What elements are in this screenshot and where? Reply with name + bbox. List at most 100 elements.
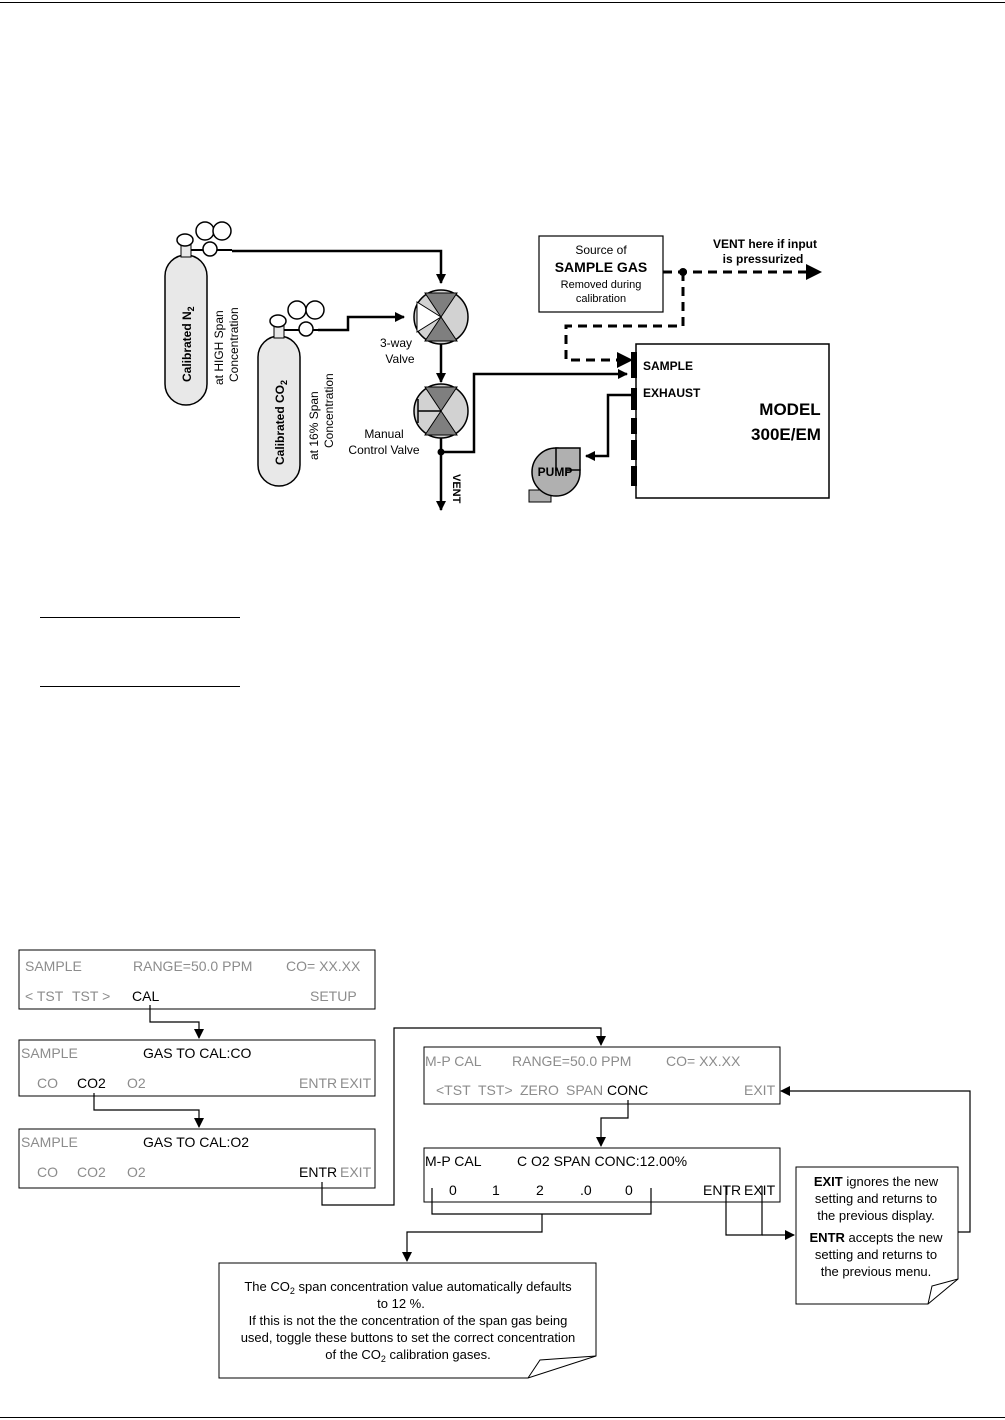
s4-conc: CO= XX.XX: [666, 1053, 741, 1069]
sample-gas-source-box: [538, 235, 664, 313]
exit-note-line-2: setting and returns to: [815, 1191, 937, 1206]
co-button[interactable]: CO: [37, 1164, 58, 1180]
span-button[interactable]: SPAN: [566, 1082, 603, 1098]
screen-gas-to-cal-co: [18, 1039, 376, 1097]
entr-exit-bracket: [725, 1186, 763, 1236]
vent-label: VENT: [450, 474, 462, 504]
co2-cylinder-label: Calibrated CO2: [273, 380, 289, 465]
port-sample-label: SAMPLE: [643, 359, 693, 373]
right-note-fold: [927, 1278, 959, 1305]
sample-dashed-arrowhead: [617, 352, 633, 368]
s3-mode: SAMPLE: [21, 1134, 78, 1150]
pump-icon: [528, 447, 581, 503]
port-exhaust-label: EXHAUST: [643, 386, 701, 400]
bottom-note-fold: [527, 1355, 597, 1379]
analyzer-port-fitting: [631, 440, 637, 460]
exit-button[interactable]: EXIT: [744, 1082, 776, 1098]
arrow-to-note: [402, 1214, 543, 1262]
entr-button[interactable]: ENTR: [703, 1182, 741, 1198]
vent-note-line-1: VENT here if input: [713, 237, 817, 251]
note-line-1: The CO2 span concentration value automat…: [244, 1279, 572, 1296]
source-line-1: Source of: [575, 243, 627, 257]
cal-button[interactable]: CAL: [132, 988, 159, 1004]
exit-button[interactable]: EXIT: [340, 1075, 372, 1091]
note-line-2: to 12 %.: [377, 1296, 425, 1311]
entr-button[interactable]: ENTR: [299, 1164, 337, 1180]
n2-line: [232, 249, 446, 284]
note-line-3: If this is not the the concentration of …: [249, 1313, 568, 1328]
exit-note-line-1: EXIT ignores the new: [814, 1174, 939, 1189]
arrow-co2: [93, 1093, 204, 1128]
s2-gas: GAS TO CAL:CO: [143, 1045, 252, 1061]
exit-button[interactable]: EXIT: [340, 1164, 372, 1180]
arrow-entr: [321, 1027, 606, 1206]
sample-dashed-line: [564, 272, 685, 362]
pump-label: PUMP: [538, 465, 573, 479]
arrow-conc: [596, 1100, 629, 1147]
s5-mode: M-P CAL: [425, 1153, 482, 1169]
cal-gas-line: [441, 369, 628, 454]
screen-gas-to-cal-o2: [18, 1128, 376, 1189]
setup-button[interactable]: SETUP: [310, 988, 357, 1004]
page-bottom-rule: [0, 1417, 1005, 1418]
n2-cylinder: Calibrated N2 at HIGH Span Concentration: [164, 221, 241, 406]
s3-gas: GAS TO CAL:O2: [143, 1134, 249, 1150]
s2-mode: SAMPLE: [21, 1045, 78, 1061]
conc-button[interactable]: CONC: [607, 1082, 648, 1098]
co-button[interactable]: CO: [37, 1075, 58, 1091]
exit-button[interactable]: EXIT: [744, 1182, 776, 1198]
screen-mp-cal: [423, 1046, 781, 1105]
manual-valve-label-2: Control Valve: [348, 443, 419, 457]
n2-concentration-label: Concentration: [227, 307, 241, 382]
s1-conc: CO= XX.XX: [286, 958, 361, 974]
page-top-rule: [0, 2, 1005, 3]
source-line-2: SAMPLE GAS: [555, 259, 648, 275]
three-way-valve-label-2: Valve: [385, 352, 414, 366]
o2-button[interactable]: O2: [127, 1164, 146, 1180]
digit-3-button[interactable]: 2: [536, 1182, 544, 1198]
screen-sample-main: [18, 949, 376, 1010]
tst-next-button[interactable]: TST>: [478, 1082, 513, 1098]
s4-range: RANGE=50.0 PPM: [512, 1053, 631, 1069]
co2-span-label: at 16% Span: [307, 391, 321, 460]
analyzer-port-fitting: [631, 352, 637, 378]
digit-5-button[interactable]: 0: [625, 1182, 633, 1198]
three-way-valve-label-1: 3-way: [380, 336, 412, 350]
source-line-4: calibration: [576, 293, 626, 305]
co2-line: [318, 312, 405, 332]
underline-rule-2: [40, 686, 240, 687]
o2-button[interactable]: O2: [127, 1075, 146, 1091]
exhaust-line: [585, 393, 631, 461]
vent-dashed-arrowhead: [806, 264, 822, 280]
source-line-3: Removed during: [561, 279, 642, 291]
model-label-1: MODEL: [759, 400, 820, 419]
s5-span-conc: C O2 SPAN CONC:12.00%: [517, 1153, 687, 1169]
zero-button[interactable]: ZERO: [520, 1082, 559, 1098]
screen-span-conc: [423, 1147, 781, 1203]
tst-next-button[interactable]: TST >: [72, 988, 110, 1004]
note-line-5: of the CO2 calibration gases.: [325, 1347, 490, 1364]
entr-note-line-2: setting and returns to: [815, 1247, 937, 1262]
co2-cylinder: Calibrated CO2 at 16% Span Concentration: [257, 300, 336, 487]
bottom-note-box: [218, 1262, 597, 1379]
right-note-box: [795, 1166, 959, 1305]
s1-mode: SAMPLE: [25, 958, 82, 974]
tst-prev-button[interactable]: <TST: [436, 1082, 471, 1098]
exit-note-line-3: the previous display.: [817, 1208, 935, 1223]
analyzer-port-fitting: [631, 418, 637, 434]
digit-2-button[interactable]: 1: [492, 1182, 500, 1198]
entr-note-line-3: the previous menu.: [821, 1264, 932, 1279]
co2-button[interactable]: CO2: [77, 1075, 106, 1091]
arrow-cal: [149, 1005, 204, 1039]
co2-button[interactable]: CO2: [77, 1164, 106, 1180]
underline-rule-1: [40, 617, 240, 618]
manual-control-valve: [413, 383, 469, 439]
entr-button[interactable]: ENTR: [299, 1075, 337, 1091]
analyzer-port-fitting: [631, 466, 637, 486]
digit-4-button[interactable]: .0: [580, 1182, 592, 1198]
digit-1-button[interactable]: 0: [449, 1182, 457, 1198]
tst-prev-button[interactable]: < TST: [25, 988, 64, 1004]
analyzer-port-fitting: [631, 388, 637, 410]
